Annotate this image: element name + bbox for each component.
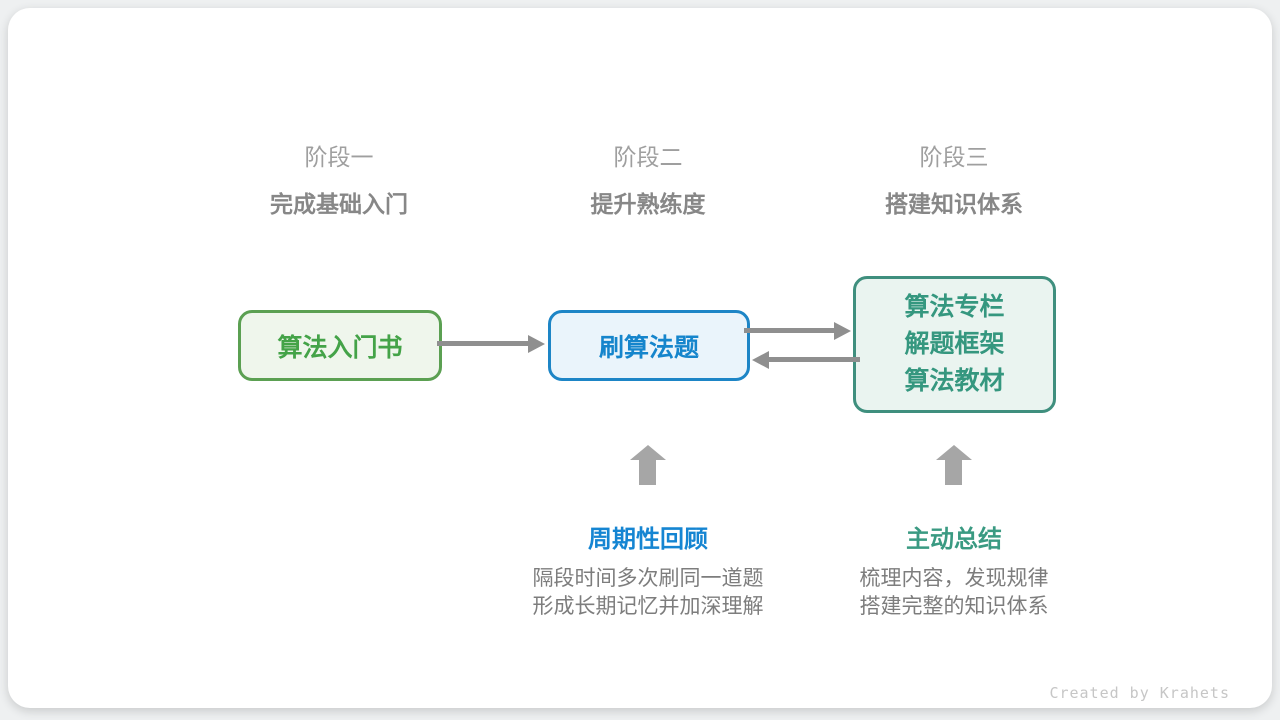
up-arrow-head — [630, 445, 666, 460]
arrow-shaft — [744, 328, 836, 333]
arrow-head-right-icon — [834, 322, 851, 340]
node-label: 算法专栏 — [904, 293, 1005, 321]
up-arrow-stem — [945, 459, 962, 485]
annotation-line: 形成长期记忆并加深理解 — [532, 595, 764, 618]
annotation-periodic-review-description: 隔段时间多次刷同一道题 形成长期记忆并加深理解 — [488, 565, 808, 621]
stage-1-subtitle: 完成基础入门 — [270, 191, 408, 217]
annotation-line: 梳理内容，发现规律 — [859, 567, 1049, 590]
annotation-active-summary-title: 主动总结 — [906, 526, 1002, 553]
up-arrow-stem — [639, 459, 656, 485]
node-label: 刷算法题 — [598, 333, 699, 362]
annotation-line: 搭建完整的知识体系 — [859, 595, 1049, 618]
diagram-card: 阶段一 完成基础入门 阶段二 提升熟练度 阶段三 搭建知识体系 算法入门书 刷算… — [8, 8, 1272, 708]
arrow-shaft — [767, 357, 860, 362]
annotation-periodic-review-title: 周期性回顾 — [588, 526, 708, 553]
stage-3-subtitle: 搭建知识体系 — [885, 191, 1023, 217]
node-algorithm-intro-book: 算法入门书 — [238, 310, 442, 381]
node-label: 算法教材 — [904, 367, 1005, 395]
stage-3-label: 阶段三 — [919, 144, 989, 170]
annotation-line: 隔段时间多次刷同一道题 — [532, 567, 764, 590]
footer-credit: Created by Krahets — [1049, 684, 1230, 702]
up-arrow-head — [936, 445, 972, 460]
arrow-head-left-icon — [752, 351, 769, 369]
node-label: 算法入门书 — [277, 333, 403, 362]
arrow-head-right-icon — [528, 335, 545, 353]
node-practice-problems: 刷算法题 — [548, 310, 750, 381]
annotation-active-summary-description: 梳理内容，发现规律 搭建完整的知识体系 — [794, 565, 1114, 621]
arrow-shaft — [437, 341, 530, 346]
stage-2-subtitle: 提升熟练度 — [590, 191, 706, 217]
node-label: 解题框架 — [904, 330, 1005, 358]
node-knowledge-resources: 算法专栏 解题框架 算法教材 — [853, 276, 1056, 413]
stage-1-label: 阶段一 — [304, 144, 374, 170]
stage-2-label: 阶段二 — [613, 144, 683, 170]
